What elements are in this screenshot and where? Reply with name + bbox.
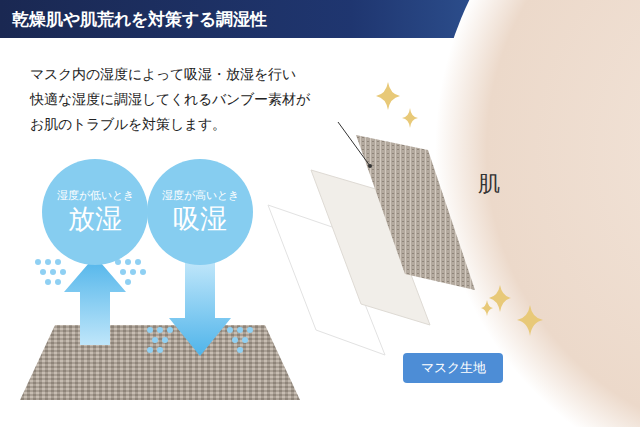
condition-text: 湿度が高いとき <box>162 189 239 203</box>
node-text: マスク生地 <box>421 359 486 377</box>
node-text: 吸湿 <box>173 203 227 235</box>
skin-label: 肌 <box>478 170 500 198</box>
fabric-tag: マスク生地 <box>403 353 503 383</box>
humidity-circle: 湿度が高いとき吸湿 <box>147 159 253 265</box>
node-text: 放湿 <box>68 203 122 235</box>
description-text: マスク内の湿度によって吸湿・放湿を行い 快適な湿度に調湿してくれるバンブー素材が… <box>30 62 324 137</box>
humidity-circle: 湿度が低いとき放湿 <box>42 159 148 265</box>
condition-text: 湿度が低いとき <box>57 189 134 203</box>
title-text: 乾燥肌や肌荒れを対策する調湿性 <box>12 8 267 30</box>
